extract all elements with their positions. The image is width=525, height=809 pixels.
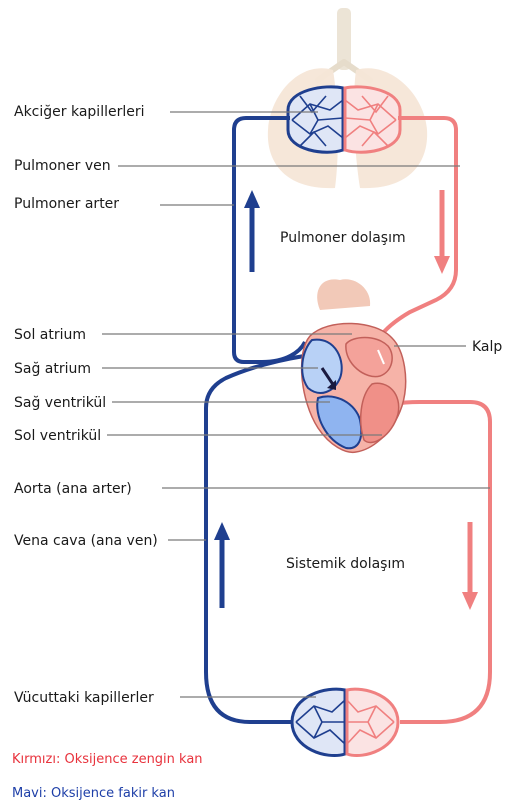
arrow-up-systemic-icon <box>214 522 230 608</box>
label-right-ventricle: Sağ ventrikül <box>14 395 106 411</box>
label-left-ventricle: Sol ventrikül <box>14 428 101 444</box>
label-vena-cava: Vena cava (ana ven) <box>14 533 158 549</box>
legend-blue: Mavi: Oksijence fakir kan <box>12 786 175 802</box>
label-systemic-circulation: Sistemik dolaşım <box>286 556 405 572</box>
lung-capillary-bed <box>288 87 400 152</box>
arrow-up-pulmonary-icon <box>244 190 260 272</box>
leader-lines <box>102 112 490 697</box>
legend-red: Kırmızı: Oksijence zengin kan <box>12 752 203 768</box>
label-pulmonary-artery: Pulmoner arter <box>14 196 119 212</box>
body-capillary-bed <box>292 689 398 755</box>
arrow-down-pulmonary-icon <box>434 190 450 274</box>
label-body-capillaries: Vücuttaki kapillerler <box>14 690 154 706</box>
label-pulmonary-vein: Pulmoner ven <box>14 158 111 174</box>
heart-illustration <box>302 279 406 452</box>
label-lung-capillaries: Akciğer kapillerleri <box>14 104 145 120</box>
label-pulmonary-circulation: Pulmoner dolaşım <box>280 230 406 246</box>
label-heart: Kalp <box>472 339 502 355</box>
arrow-down-systemic-icon <box>462 522 478 610</box>
label-right-atrium: Sağ atrium <box>14 361 91 377</box>
label-left-atrium: Sol atrium <box>14 327 86 343</box>
label-aorta: Aorta (ana arter) <box>14 481 132 497</box>
